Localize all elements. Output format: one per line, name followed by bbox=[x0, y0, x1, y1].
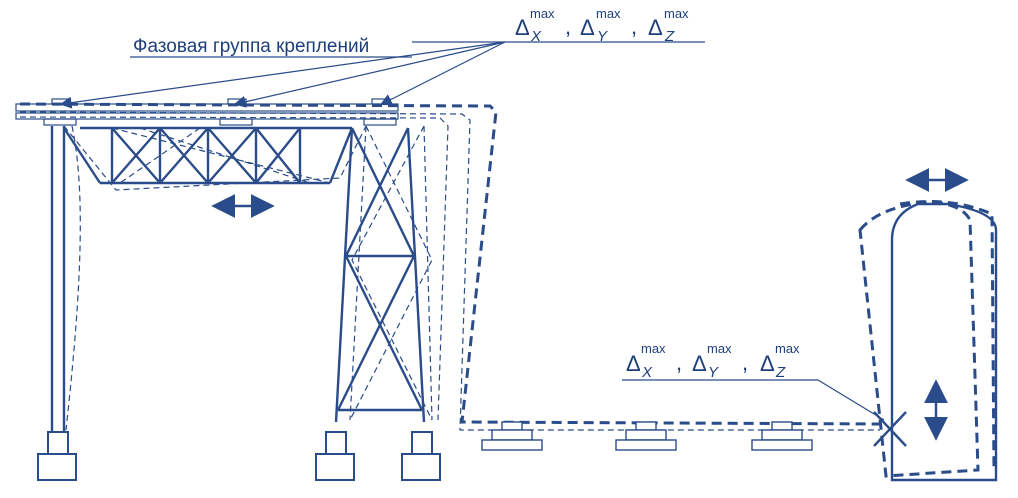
delta-leader-bottom bbox=[817, 379, 885, 421]
deformed-truss bbox=[63, 125, 367, 191]
foundation-left-post bbox=[47, 431, 69, 455]
delta-max-label-top: Δ max X , Δ max Y , Δ max Z bbox=[515, 6, 689, 45]
foundation-right-block bbox=[401, 453, 441, 481]
delta-x-sub-2: X bbox=[641, 364, 653, 381]
tower-diag-4 bbox=[336, 255, 416, 411]
delta-z-sup-2: max bbox=[775, 341, 800, 356]
foundation-left-block bbox=[37, 453, 77, 481]
delta-x-sub: X bbox=[530, 28, 542, 45]
delta-z-sub-2: Z bbox=[775, 364, 786, 381]
equipment-body bbox=[890, 202, 998, 482]
delta-y-sub: Y bbox=[597, 28, 608, 45]
support-1-mid bbox=[491, 429, 533, 441]
delta-y-symbol-2: Δ bbox=[692, 351, 707, 376]
delta-z-symbol-2: Δ bbox=[760, 351, 775, 376]
attachment-x-2 bbox=[873, 411, 907, 447]
deformed-left-column bbox=[65, 125, 81, 431]
deformed-portal bbox=[63, 125, 433, 431]
leader-arrow-1 bbox=[59, 41, 506, 109]
delta-y-sup-2: max bbox=[707, 341, 732, 356]
tower-right-leg bbox=[406, 127, 426, 423]
foundations bbox=[37, 431, 441, 481]
bus-clamp-3 bbox=[363, 118, 397, 126]
tower-diag-1 bbox=[350, 127, 416, 257]
truss-left-end bbox=[62, 127, 102, 184]
deformed-truss-members bbox=[111, 127, 331, 184]
truss-diag-2 bbox=[111, 127, 161, 184]
delta-x-sup-2: max bbox=[641, 341, 666, 356]
comma-1: , bbox=[565, 14, 571, 39]
foundation-mid-post bbox=[325, 431, 347, 455]
truss-right-end bbox=[328, 127, 354, 184]
support-2-mid bbox=[625, 429, 667, 441]
support-3-base bbox=[751, 439, 813, 451]
support-2-base bbox=[615, 439, 677, 451]
bus-supports bbox=[481, 421, 813, 451]
leader-arrow-3 bbox=[379, 41, 506, 106]
delta-max-label-bottom: Δ max X , Δ max Y , Δ max Z bbox=[626, 341, 800, 381]
equipment-deformed bbox=[858, 200, 980, 478]
deformed-bus-outer bbox=[19, 102, 881, 426]
tower-left-leg bbox=[334, 127, 354, 423]
bus-insulator-3 bbox=[371, 98, 391, 105]
delta-y-sub-2: Y bbox=[708, 364, 719, 381]
support-2-cap bbox=[635, 421, 657, 431]
phase-group-label: Фазовая группа креплений bbox=[133, 36, 369, 57]
equipment-deformed-2 bbox=[899, 200, 996, 471]
foundation-right-post bbox=[411, 431, 433, 455]
deformed-bus-inner-2 bbox=[19, 116, 449, 421]
truss-diag-8 bbox=[255, 127, 301, 184]
leader-arrows bbox=[59, 41, 506, 109]
leader-arrow-2 bbox=[233, 41, 506, 108]
deformed-tower-left bbox=[349, 125, 367, 421]
delta-z-sub: Z bbox=[664, 28, 675, 45]
truss-diag-6 bbox=[207, 127, 257, 184]
delta-y-sup: max bbox=[596, 6, 621, 21]
support-1-cap bbox=[501, 421, 523, 431]
delta-z-symbol: Δ bbox=[648, 15, 663, 40]
support-3-cap bbox=[771, 421, 793, 431]
support-3-mid bbox=[761, 429, 803, 441]
delta-y-symbol: Δ bbox=[580, 15, 595, 40]
comma-3: , bbox=[676, 350, 682, 375]
comma-2: , bbox=[631, 14, 637, 39]
comma-4: , bbox=[742, 350, 748, 375]
deformed-bus-inner bbox=[19, 111, 880, 431]
deformed-tower-diag-2 bbox=[351, 125, 433, 421]
deformed-tower-right bbox=[423, 125, 433, 421]
foundation-mid-block bbox=[315, 453, 355, 481]
portal-frame bbox=[50, 126, 426, 432]
top-bus bbox=[15, 98, 399, 126]
bus-clamp-1 bbox=[43, 118, 77, 126]
delta-z-sup: max bbox=[664, 6, 689, 21]
tower-diag-2 bbox=[344, 127, 410, 257]
delta-x-symbol-2: Δ bbox=[626, 351, 641, 376]
deformed-tower-diag bbox=[349, 125, 433, 421]
delta-x-sup: max bbox=[530, 6, 555, 21]
delta-x-symbol: Δ bbox=[515, 15, 530, 40]
equipment bbox=[858, 200, 998, 482]
bus-lower bbox=[15, 112, 399, 120]
tower-diag-3 bbox=[344, 255, 424, 411]
support-1-base bbox=[481, 439, 543, 451]
truss-diag-4 bbox=[159, 127, 209, 184]
bus-upper bbox=[15, 103, 399, 112]
bus-clamp-2 bbox=[219, 118, 253, 126]
